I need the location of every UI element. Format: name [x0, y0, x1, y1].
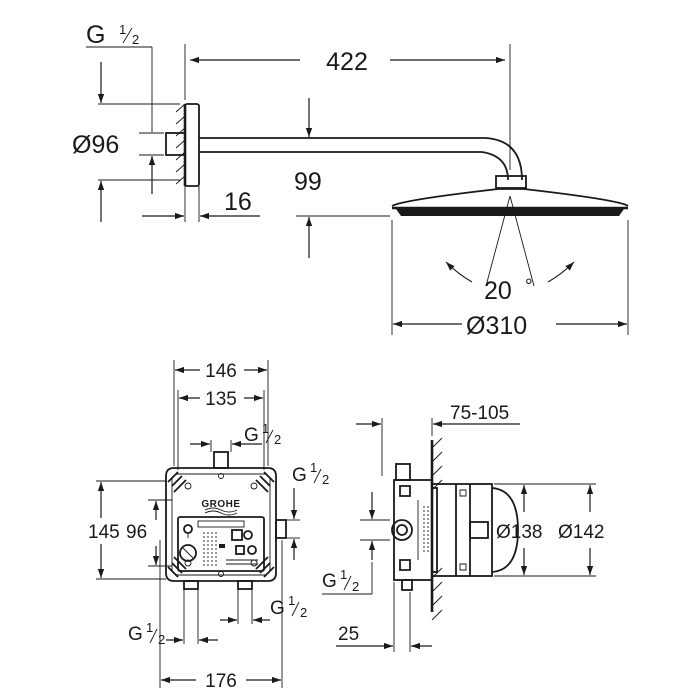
head-diameter-dimension: Ø310	[391, 220, 629, 340]
width-outer-label: 146	[205, 361, 237, 382]
thread-bottom-right-den: 2	[300, 605, 307, 620]
total-width-label: 176	[205, 671, 237, 692]
thread-top-g: G	[244, 425, 259, 446]
thread-right-num: 1	[310, 460, 317, 475]
brand-logo: GROHE	[201, 499, 240, 510]
arm-length-label: 422	[326, 48, 368, 76]
thread-side-callout: G 1 2	[322, 492, 390, 595]
head-diameter-label: Ø310	[466, 312, 527, 340]
box-side-body	[391, 463, 519, 591]
diameter-outer-label: Ø142	[558, 522, 604, 543]
thread-bottom-left-den: 2	[158, 632, 165, 647]
thread-right-den: 2	[322, 472, 329, 487]
height-inner-label: 96	[126, 522, 147, 543]
thread-side-den: 2	[352, 579, 359, 594]
box-side-view: 75-105 Ø138 Ø142 G 1 2	[322, 403, 604, 652]
spray-angle-dimension: 20 °	[445, 195, 575, 305]
flange-thread-den: 2	[132, 32, 139, 47]
thread-side-num: 1	[340, 567, 347, 582]
thread-side-g: G	[322, 571, 337, 592]
shower-head	[391, 175, 629, 216]
flange-depth-label: 16	[224, 188, 252, 216]
thread-right-g: G	[292, 465, 307, 486]
flange-diameter-label: Ø96	[72, 131, 119, 159]
arm-drop-label: 99	[294, 168, 322, 196]
side-diameter-dimensions: Ø138 Ø142	[494, 483, 604, 577]
thread-bottom-right-num: 1	[288, 593, 295, 608]
install-depth-dimension: 75-105	[356, 403, 520, 476]
thread-top-den: 2	[274, 432, 281, 447]
shower-arm	[199, 137, 523, 181]
height-outer-label: 145	[88, 522, 120, 543]
thread-bottom-left-g: G	[128, 624, 143, 645]
arm-length-dimension: 422	[184, 44, 511, 170]
flange-depth-dimension: 16	[142, 186, 260, 222]
thread-bottom-left-callout: G 1 2	[128, 589, 218, 647]
spray-angle-label: 20	[484, 277, 512, 305]
diameter-inner-label: Ø138	[496, 522, 542, 543]
box-front-view: GROHE 146	[88, 360, 329, 692]
side-offset-dimension: 25	[336, 582, 432, 652]
thread-bottom-right-callout: G 1 2	[220, 589, 307, 624]
thread-bottom-right-g: G	[270, 598, 285, 619]
install-depth-label: 75-105	[450, 403, 509, 424]
side-offset-label: 25	[338, 624, 359, 645]
thread-top-callout: G 1 2	[190, 421, 281, 452]
height-outer-dimension: 145	[88, 480, 166, 580]
arm-drop-dimension: 99	[294, 98, 390, 258]
shower-head-view: 422 G 1 2 Ø96 16	[72, 21, 629, 340]
flange-thread-callout: G 1 2	[86, 21, 153, 132]
width-outer-dimension: 146	[173, 360, 269, 466]
width-inner-label: 135	[205, 389, 237, 410]
wall-flange	[165, 103, 200, 187]
thread-right-callout: G 1 2	[286, 460, 329, 560]
flange-thread-g: G	[86, 21, 105, 49]
spray-angle-unit: °	[525, 276, 533, 297]
flange-diameter-dimension: Ø96	[72, 62, 180, 222]
flange-thread-num: 1	[119, 22, 126, 37]
box-body: GROHE	[165, 451, 287, 590]
total-width-dimension: 176	[159, 540, 283, 692]
height-inner-dimension: 96	[126, 499, 172, 567]
thread-bottom-left-num: 1	[146, 620, 153, 635]
width-inner-dimension: 135	[177, 389, 265, 470]
thread-top-num: 1	[262, 421, 269, 436]
